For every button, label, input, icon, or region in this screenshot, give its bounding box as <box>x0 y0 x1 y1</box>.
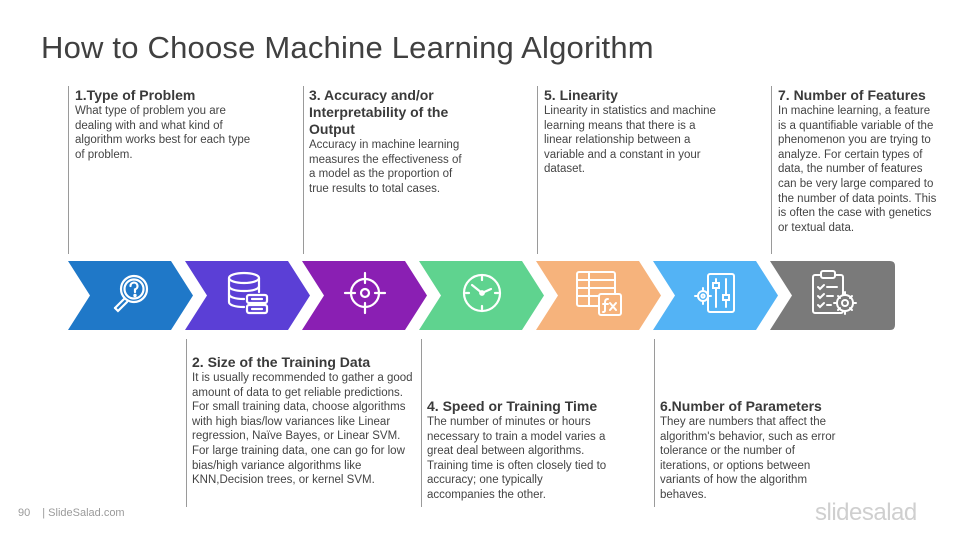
step-6-chevron <box>653 261 778 330</box>
step-4-body: The number of minutes or hours necessary… <box>427 416 607 501</box>
connector-line-2 <box>186 339 187 507</box>
step-7-heading: 7. Number of Features <box>778 87 926 103</box>
step-5-chevron <box>536 261 661 330</box>
crosshair-target-icon <box>342 270 388 321</box>
step-7-body: In machine learning, a feature is a quan… <box>778 105 937 234</box>
step-5-body: Linearity in statistics and machine lear… <box>544 105 716 176</box>
brand-logo: slidesalad <box>815 499 917 526</box>
step-4-text: 4. Speed or Training Time The number of … <box>427 398 613 503</box>
connector-line-6 <box>654 339 655 507</box>
clipboard-gear-icon <box>807 267 859 324</box>
magnifier-question-icon <box>107 269 155 322</box>
database-server-icon <box>223 268 273 323</box>
step-1-chevron <box>68 261 193 330</box>
connector-line-1 <box>68 86 69 254</box>
step-1-heading: 1.Type of Problem <box>75 87 196 103</box>
step-4-chevron <box>419 261 544 330</box>
step-7-text: 7. Number of Features In machine learnin… <box>778 87 938 235</box>
step-6-heading: 6.Number of Parameters <box>660 398 822 414</box>
step-2-body: It is usually recommended to gather a go… <box>192 372 413 487</box>
step-1-body: What type of problem you are dealing wit… <box>75 105 251 161</box>
step-3-body: Accuracy in machine learning measures th… <box>309 139 462 195</box>
clock-icon <box>457 268 507 323</box>
step-5-heading: 5. Linearity <box>544 87 618 103</box>
sliders-gear-icon <box>691 268 741 323</box>
step-6-text: 6.Number of Parameters They are numbers … <box>660 398 846 503</box>
step-4-heading: 4. Speed or Training Time <box>427 398 598 414</box>
step-5-text: 5. Linearity Linearity in statistics and… <box>544 87 719 177</box>
step-6-body: They are numbers that affect the algorit… <box>660 416 836 501</box>
page-number: 90 <box>18 507 31 519</box>
step-2-text: 2. Size of the Training Data It is usual… <box>192 354 416 488</box>
page-title: How to Choose Machine Learning Algorithm <box>41 30 654 65</box>
step-2-chevron <box>185 261 310 330</box>
step-3-heading: 3. Accuracy and/or Interpretability of t… <box>309 87 449 137</box>
connector-line-7 <box>771 86 772 254</box>
step-1-chevron-shape <box>68 261 193 330</box>
connector-line-4 <box>421 339 422 507</box>
step-3-text: 3. Accuracy and/or Interpretability of t… <box>309 87 469 196</box>
step-3-chevron <box>302 261 427 330</box>
connector-line-3 <box>303 86 304 254</box>
step-2-heading: 2. Size of the Training Data <box>192 354 371 370</box>
step-1-text: 1.Type of Problem What type of problem y… <box>75 87 255 162</box>
step-3-chevron-shape <box>302 261 427 330</box>
spreadsheet-function-icon <box>573 268 625 323</box>
step-7-chevron <box>770 261 895 330</box>
footer: 90 | SlideSalad.com <box>18 507 125 519</box>
footer-site: | SlideSalad.com <box>42 507 125 519</box>
connector-line-5 <box>537 86 538 254</box>
